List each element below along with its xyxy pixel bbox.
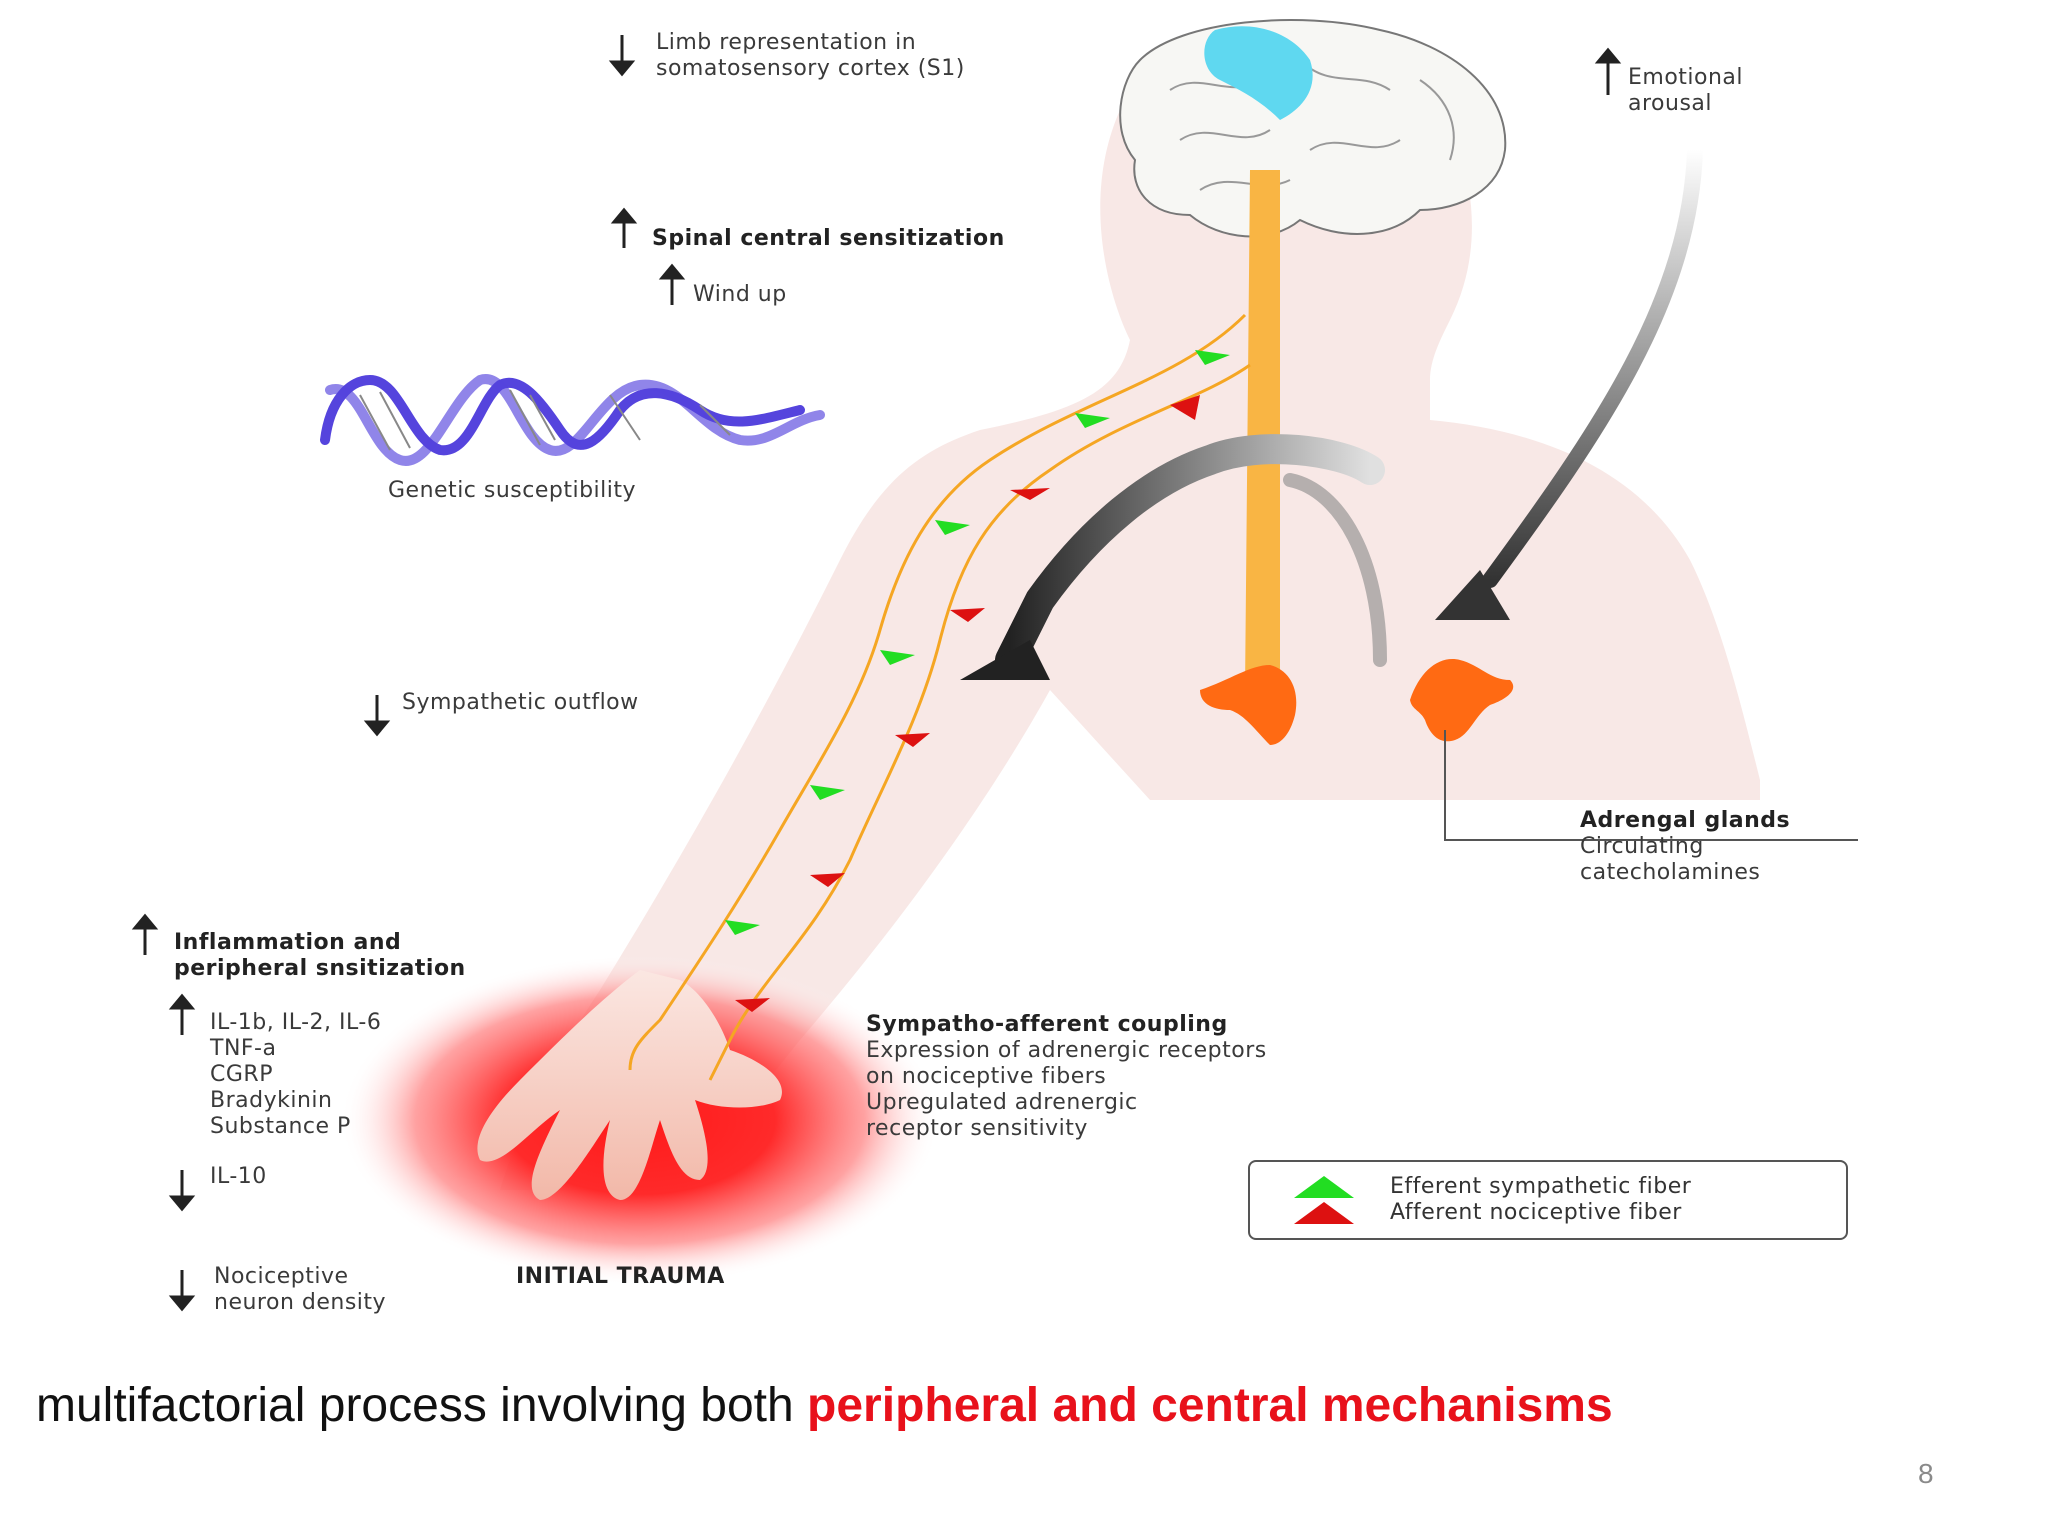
cytokine-item: IL-1b, IL-2, IL-6	[210, 1010, 382, 1035]
efferent-legend-label: Efferent sympathetic fiber	[1390, 1174, 1692, 1199]
cytokine-item: Substance P	[210, 1114, 351, 1139]
adrenal-glands-title: Adrengal glands	[1580, 808, 1791, 833]
initial-trauma-label: INITIAL TRAUMA	[516, 1264, 725, 1289]
dna-helix	[320, 374, 825, 466]
spinal-sensitization-label: Spinal central sensitization	[652, 226, 1005, 251]
coupling-title: Sympatho-afferent coupling	[866, 1012, 1228, 1037]
slide-caption: multifactorial process involving both pe…	[36, 1378, 1613, 1433]
efferent-legend-swatch	[1294, 1176, 1354, 1198]
coupling-detail: Expression of adrenergic receptors on no…	[866, 1038, 1267, 1141]
emotional-arrow	[1482, 142, 1703, 588]
spinal-gland	[1200, 665, 1297, 745]
afferent-markers	[735, 395, 1200, 1012]
hand	[477, 970, 782, 1200]
efferent-fiber	[628, 313, 1247, 1071]
brain	[1119, 19, 1507, 238]
emotional-arousal-label: Emotional arousal	[1628, 65, 1744, 116]
inflammation-label: Inflammation and peripheral snsitization	[174, 930, 466, 981]
cytokine-item: Bradykinin	[210, 1088, 333, 1113]
sympathetic-arrowhead	[960, 640, 1050, 680]
limb-representation-label: Limb representation in somatosensory cor…	[656, 30, 965, 81]
sympathetic-outflow-label: Sympathetic outflow	[402, 690, 639, 715]
sympathetic-arrow	[995, 434, 1385, 675]
indicator-arrows	[131, 35, 1622, 1312]
body-silhouette	[500, 34, 1760, 1190]
il10-label: IL-10	[210, 1164, 267, 1189]
afferent-legend-swatch	[1294, 1202, 1354, 1224]
brain-cortex-highlight	[1204, 26, 1313, 120]
caption-prefix: multifactorial process involving both	[36, 1379, 808, 1432]
nociceptive-density-label: Nociceptive neuron density	[214, 1264, 387, 1315]
cytokine-item: CGRP	[210, 1062, 273, 1087]
afferent-legend-label: Afferent nociceptive fiber	[1390, 1200, 1682, 1225]
cytokine-item: TNF-a	[210, 1036, 277, 1061]
torso-curve	[1283, 473, 1387, 667]
brain-folds	[1169, 59, 1455, 191]
emotional-arrowhead	[1435, 570, 1510, 620]
adrenal-gland	[1410, 659, 1514, 742]
wind-up-label: Wind up	[693, 282, 787, 307]
cytokine-list: IL-1b, IL-2, IL-6 TNF-a CGRP Bradykinin …	[210, 1010, 381, 1140]
efferent-markers	[725, 350, 1230, 935]
page-number: 8	[1918, 1458, 1934, 1489]
genetic-susceptibility-label: Genetic susceptibility	[388, 478, 637, 503]
fiber-legend: Efferent sympathetic fiber Afferent noci…	[1248, 1160, 1848, 1240]
afferent-fiber	[708, 363, 1251, 1081]
caption-highlight: peripheral and central mechanisms	[807, 1379, 1613, 1432]
adrenal-glands-detail: Circulating catecholamines	[1580, 834, 1761, 885]
